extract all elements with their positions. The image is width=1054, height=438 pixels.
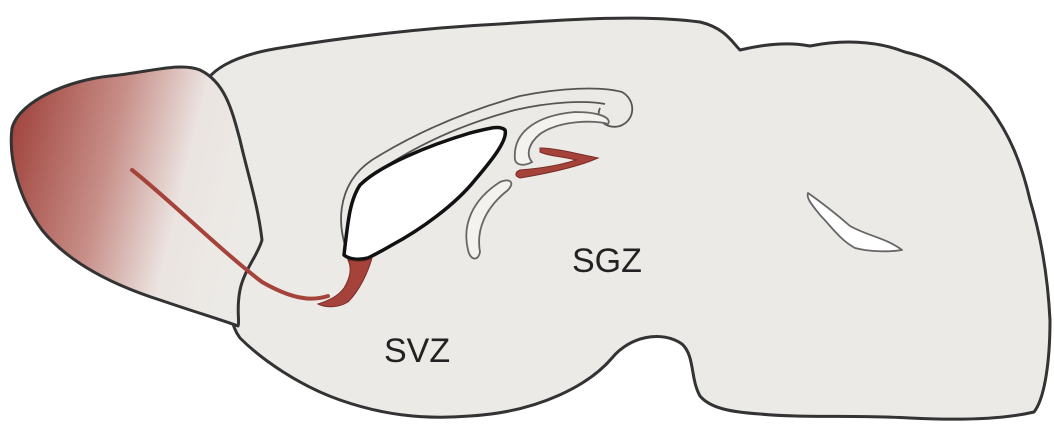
brain-outline (200, 18, 1050, 419)
svz-label: SVZ (384, 332, 450, 370)
sgz-label: SGZ (572, 242, 642, 280)
olfactory-bulb (11, 67, 262, 326)
